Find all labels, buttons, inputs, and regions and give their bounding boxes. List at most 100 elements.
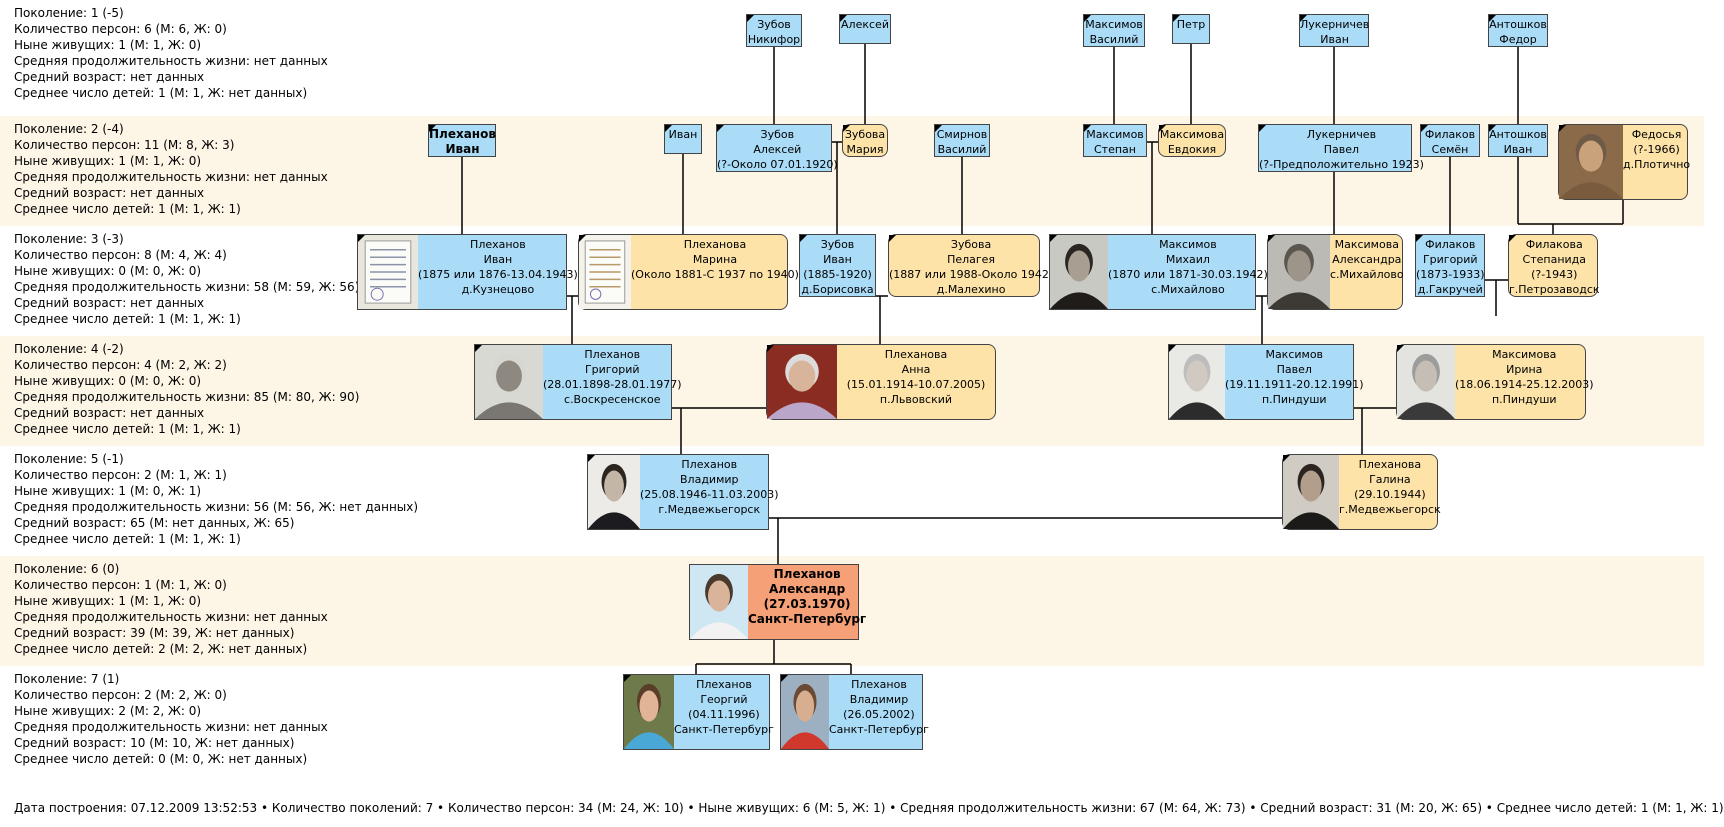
person-text-line: Владимир — [849, 693, 909, 706]
corner-mark-icon — [747, 15, 754, 22]
person-text-line: (1875 или 1876-13.04.1943) — [418, 268, 578, 281]
person-aleksei[interactable]: Алексей — [839, 14, 891, 44]
person-text-line: (15.01.1914-10.07.2005) — [846, 378, 986, 391]
corner-mark-icon — [935, 125, 942, 132]
generation-stat-line: Поколение: 7 (1) — [14, 672, 120, 686]
person-text-line: Иван — [823, 253, 852, 266]
person-text-line: (1870 или 1871-30.03.1942) — [1108, 268, 1268, 281]
person-text-line: Плеханов — [681, 458, 738, 471]
generation-stat-line: Ныне живущих: 1 (М: 1, Ж: 0) — [14, 38, 202, 52]
corner-mark-icon — [1300, 15, 1307, 22]
person-text-line: Максимова — [1159, 128, 1225, 141]
person-text-line: Василий — [937, 143, 987, 156]
corner-mark-icon — [781, 675, 788, 682]
generation-stat-line: Среднее число детей: 1 (М: 1, Ж: 1) — [14, 312, 241, 326]
generation-stats: Поколение: 6 (0)Количество персон: 1 (М:… — [14, 561, 328, 657]
corner-mark-icon — [579, 235, 586, 242]
person-text-line: Зубов — [757, 18, 791, 31]
person-text-line: Петр — [1176, 18, 1206, 31]
corner-mark-icon — [1169, 345, 1176, 352]
person-text-line: (19.11.1911-20.12.1991) — [1225, 378, 1364, 391]
corner-mark-icon — [1050, 235, 1057, 242]
corner-mark-icon — [1397, 345, 1404, 352]
person-text-line: п.Пиндуши — [1261, 393, 1327, 406]
generation-stat-line: Среднее число детей: 2 (М: 2, Ж: нет дан… — [14, 642, 308, 656]
person-text-line: Максимов — [1159, 238, 1217, 251]
person-text-line: (1887 или 1988-Около 1942) — [889, 268, 1054, 281]
generation-stat-line: Ныне живущих: 0 (М: 0, Ж: 0) — [14, 374, 202, 388]
person-text-line: (18.06.1914-25.12.2003) — [1455, 378, 1594, 391]
corner-mark-icon — [358, 235, 365, 242]
person-text-line: Антошков — [1489, 18, 1547, 31]
person-text-line: Зубов — [760, 128, 795, 141]
generation-stat-line: Количество персон: 11 (М: 8, Ж: 3) — [14, 138, 235, 152]
person-ivan-g2[interactable]: Иван — [664, 124, 702, 154]
corner-mark-icon — [1084, 125, 1091, 132]
person-text-line: Плеханов — [470, 238, 526, 251]
person-petr[interactable]: Петр — [1172, 14, 1210, 44]
person-text: Иван — [665, 125, 701, 153]
corner-mark-icon — [588, 455, 595, 462]
generation-stat-line: Средний возраст: нет данных — [14, 70, 205, 84]
photo-portrait — [1559, 125, 1623, 199]
generation-stat-line: Ныне живущих: 0 (М: 0, Ж: 0) — [14, 264, 202, 278]
generation-stat-line: Средний возраст: нет данных — [14, 296, 205, 310]
person-text-line: Максимова — [1334, 238, 1399, 251]
person-text-line: (?-1943) — [1531, 268, 1578, 281]
person-text-line: Степанида — [1522, 253, 1587, 266]
person-text-line: п.Пиндуши — [1491, 393, 1557, 406]
corner-mark-icon — [1421, 125, 1428, 132]
person-text-line: Санкт-Петербург — [829, 723, 929, 736]
person-text: Петр — [1173, 15, 1209, 43]
person-fedosia[interactable]: Федосья(?-1966)д.Плотично — [1558, 124, 1690, 200]
generation-stat-line: Количество персон: 2 (М: 1, Ж: 1) — [14, 468, 227, 482]
person-text-line: Степан — [1094, 143, 1136, 156]
generation-stats: Поколение: 2 (-4)Количество персон: 11 (… — [14, 121, 328, 217]
summary-footer: Дата построения: 07.12.2009 13:52:53 • К… — [14, 801, 1724, 815]
person-text-line: д.Малехино — [936, 283, 1006, 296]
generation-stats: Поколение: 5 (-1)Количество персон: 2 (М… — [14, 451, 418, 547]
photo-portrait — [475, 345, 543, 419]
person-text-line: Антошков — [1489, 128, 1547, 141]
generation-stat-line: Количество персон: 6 (М: 6, Ж: 0) — [14, 22, 227, 36]
person-text-line: Алексей — [753, 143, 802, 156]
person-text-line: с.Михайлово — [1330, 268, 1404, 281]
person-text-line: (1873-1933) — [1416, 268, 1485, 281]
